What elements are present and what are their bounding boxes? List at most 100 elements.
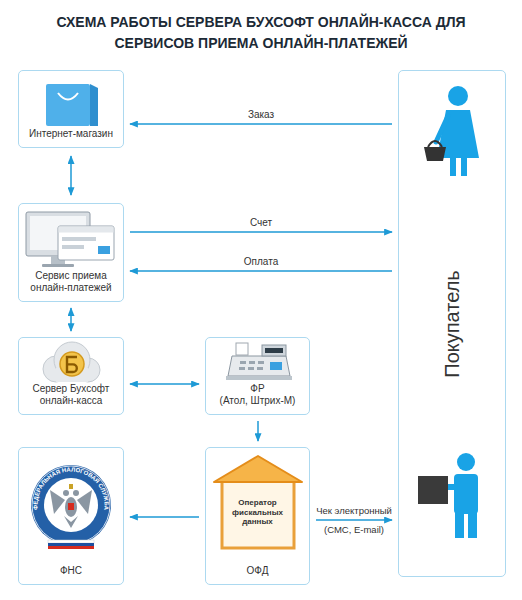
shopping-bag-icon (46, 84, 98, 126)
diagram-title: СХЕМА РАБОТЫ СЕРВЕРА БУХСОФТ ОНЛАЙН-КАСС… (41, 12, 481, 54)
flow-arrow (316, 519, 392, 521)
register-key (240, 361, 246, 364)
basket-handle (428, 141, 442, 147)
window-line (62, 237, 96, 241)
window-line (62, 245, 84, 249)
node-label: ОФД (210, 565, 305, 577)
emblem-text: ФЕДЕРАЛЬНАЯ НАЛОГОВАЯ СЛУЖБА (32, 466, 109, 510)
node-label: Сервис приема онлайн-платежей (23, 270, 119, 294)
flow-arrow (130, 270, 392, 272)
monitor-base (42, 264, 74, 267)
node-label: ФНС (23, 565, 119, 577)
cloud-logo (43, 342, 100, 382)
edge-label: Заказ (248, 109, 274, 121)
emblem-ring (31, 465, 111, 545)
figure-arm (436, 116, 448, 142)
caption-group: Сервер Бухсофт онлайн-касса (23, 383, 119, 407)
flow-arrow (70, 156, 72, 195)
actor-label: Покупатель (441, 270, 464, 377)
process-box: ФНС (18, 447, 124, 585)
eagle-crown (69, 484, 73, 489)
house-roof (214, 456, 302, 482)
figure-leg (455, 512, 464, 538)
customer-figure (424, 86, 479, 176)
flag-ribbon (48, 546, 94, 549)
caption-group: Сервис приема онлайн-платежей (23, 270, 119, 294)
logo-glyph (67, 357, 77, 372)
edge-group (71, 124, 392, 520)
basket (424, 147, 446, 161)
window-bar (59, 227, 114, 233)
display-screen (265, 348, 283, 353)
register-key (257, 367, 263, 370)
flow-arrow (257, 421, 259, 441)
figure-leg (450, 158, 456, 176)
paper-roll (236, 343, 248, 355)
edge-label: Чек электронный (СМС, E-mail) (311, 501, 397, 539)
flow-arrow (70, 308, 72, 331)
register-key (239, 367, 245, 370)
bag-side (90, 84, 98, 126)
inner-label: Оператор фискальных данных (225, 498, 291, 527)
edge-label: Оплата (244, 256, 278, 268)
emblem-rim (32, 466, 110, 544)
edge-label: Счет (250, 217, 272, 229)
eagle-head (73, 490, 79, 496)
figure-head (457, 453, 475, 471)
actor-band: Покупатель (398, 70, 506, 577)
process-box: ОФД Оператор фискальных данных (205, 447, 310, 585)
process-box: Сервис приема онлайн-платежей (18, 203, 124, 302)
figure-body (454, 474, 478, 514)
caption-group: ФР(Атол, Штрих-М) (210, 383, 305, 407)
node-label: Сервер Бухсофт онлайн-касса (23, 383, 119, 407)
register-drawer (226, 376, 292, 380)
bag-front (46, 84, 90, 126)
emblem-center (44, 478, 98, 532)
caption-group: Интернет-магазин (23, 128, 119, 140)
caption-group: ОФД (210, 565, 305, 577)
house-body (222, 480, 294, 548)
node-label: Интернет-магазин (23, 128, 119, 140)
house-icon (214, 456, 302, 548)
node-label: ФР (210, 383, 305, 395)
eagle-wing (77, 490, 92, 514)
figure-head (448, 86, 468, 106)
eagle-shield (68, 503, 74, 510)
node-label: (Атол, Штрих-М) (210, 395, 305, 407)
register-body (228, 356, 290, 376)
register-key (248, 367, 254, 370)
caption-group: ФНС (23, 565, 119, 577)
tax-emblem (31, 465, 111, 549)
register-panel (270, 362, 282, 370)
flag-ribbon (48, 540, 94, 543)
payment-window (58, 226, 114, 260)
figure-leg (461, 158, 467, 176)
parcel-box (418, 476, 448, 504)
flow-arrow (130, 516, 199, 518)
window-button (98, 246, 110, 254)
eagle-tail (64, 516, 78, 528)
monitor-icon (26, 212, 114, 267)
logo-coin (60, 352, 84, 376)
eagle-body (65, 497, 77, 517)
register-key (258, 361, 264, 364)
register-key (249, 361, 255, 364)
flag-ribbon (48, 543, 94, 546)
courier-figure (418, 453, 478, 538)
flow-arrow (130, 231, 392, 233)
emblem-text-path: ФЕДЕРАЛЬНАЯ НАЛОГОВАЯ СЛУЖБА (32, 466, 109, 510)
figure-leg (468, 512, 477, 538)
label-layer: ФЕДЕРАЛЬНАЯ НАЛОГОВАЯ СЛУЖБА (32, 466, 109, 510)
eagle-wing (50, 490, 65, 514)
process-box: Сервер Бухсофт онлайн-касса (18, 337, 124, 415)
process-box: Интернет-магазин (18, 70, 124, 148)
flow-arrow (130, 123, 392, 125)
bag-handle (58, 93, 78, 100)
register-display (262, 345, 286, 356)
cash-register-icon (226, 343, 292, 380)
flow-arrow (130, 383, 199, 385)
process-box: ФР(Атол, Штрих-М) (205, 337, 310, 415)
eagle-head (63, 490, 69, 496)
